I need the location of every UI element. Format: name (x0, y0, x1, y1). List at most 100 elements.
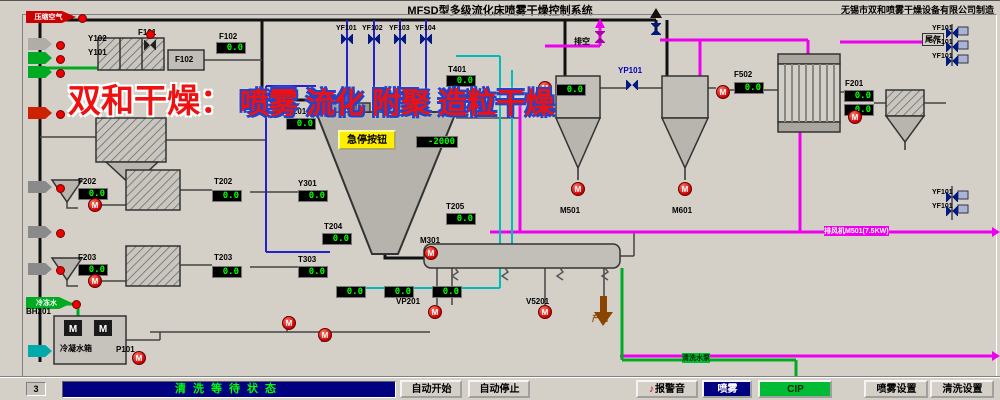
toolbar-button[interactable]: 喷雾设置 (864, 380, 928, 398)
alarm-sound-icon: ♪ (649, 383, 654, 395)
pump-motor-icon[interactable]: M (848, 110, 862, 124)
valve-icon[interactable] (144, 40, 156, 50)
diagram-label: YF101 (932, 25, 953, 32)
inlet-arrow (28, 181, 52, 193)
fluid-bed (423, 243, 621, 269)
status-indicator-dot (56, 266, 65, 275)
pump-motor-icon[interactable]: M (571, 182, 585, 196)
equipment-group (50, 37, 926, 365)
value-readout: -2000 (416, 136, 458, 148)
diagram-label: F201 (845, 79, 864, 88)
pump-motor-icon[interactable]: M (318, 328, 332, 342)
value-readout: 0.0 (322, 233, 352, 245)
bottom-toolbar: 3 清洗等待状态 自动开始 自动停止 ♪报警音 喷雾 CIP 喷雾设置 清洗设置 (0, 377, 1000, 400)
diagram-label: T201 (288, 107, 307, 116)
exhaust-arrow (992, 227, 1000, 237)
toolbar-button[interactable]: 自动停止 (468, 380, 530, 398)
value-readout: 0.0 (446, 75, 476, 87)
diagram-label: YF102 (362, 25, 383, 32)
page-indicator[interactable]: 3 (26, 382, 46, 396)
valve-icon[interactable] (626, 80, 638, 90)
value-readout: 0.0 (844, 90, 874, 102)
emergency-stop-button[interactable]: 急停按钮 (338, 130, 396, 150)
valve-icon[interactable] (651, 23, 661, 35)
exchanger-tubes (784, 64, 835, 122)
pump-motor-icon[interactable]: M (428, 305, 442, 319)
diagram-label: Y301 (298, 179, 317, 188)
diagram-label: T203 (214, 253, 233, 262)
toolbar-button-label: 喷雾设置 (876, 383, 917, 395)
vent-stack-arrow (650, 8, 662, 18)
air-inlet-pipes (265, 20, 427, 253)
value-readout: 0.0 (446, 213, 476, 225)
toolbar-button-label: 自动停止 (479, 383, 520, 395)
value-readout: 0.0 (216, 42, 246, 54)
instrument-lines (336, 55, 513, 289)
pump-motor-icon[interactable]: M (538, 305, 552, 319)
vent-arrow (595, 18, 605, 28)
diagram-label: T204 (324, 222, 343, 231)
diagram-label: 尾气 (922, 33, 944, 46)
toolbar-button[interactable]: 清洗设置 (930, 380, 994, 398)
toolbar-button-label: CIP (787, 383, 804, 395)
pump-motor-icon[interactable]: M (132, 351, 146, 365)
heat-exchanger (777, 63, 841, 123)
value-readout: 0.0 (298, 190, 328, 202)
valve-icon[interactable] (595, 31, 605, 43)
toolbar-button-label: 报警音 (655, 383, 685, 395)
valve-icon[interactable] (946, 192, 958, 202)
diagram-label: YF101 (932, 189, 953, 196)
pump-motor-icon[interactable]: M (88, 198, 102, 212)
valve-icon[interactable] (420, 34, 432, 44)
diagram-label: F502 (734, 70, 753, 79)
diagram-label: YP101 (618, 66, 643, 75)
diagram-label: Y101 (88, 48, 107, 57)
status-indicator-dot (56, 55, 65, 64)
diagram-label: M301 (420, 236, 441, 245)
status-indicator-dot (56, 110, 65, 119)
diagram-label: YF103 (389, 25, 410, 32)
diagram-label: T202 (214, 177, 233, 186)
status-indicator-dot (56, 69, 65, 78)
valve-terminal-boxes (957, 26, 969, 214)
status-bar: 清洗等待状态 (62, 381, 396, 398)
cyclone-2 (661, 75, 709, 119)
diagram-label: T205 (446, 202, 465, 211)
valve-icon[interactable] (946, 28, 958, 38)
value-readout: 0.0 (212, 266, 242, 278)
pump-motor-icon[interactable]: M (716, 85, 730, 99)
toolbar-button-label: 喷雾 (717, 383, 738, 395)
diagram-label: 排空 (574, 37, 590, 46)
air-heater (95, 117, 167, 163)
pump-motor-icon[interactable]: M (88, 274, 102, 288)
pump-motor-icon[interactable]: M (282, 316, 296, 330)
pump-motor-icon[interactable]: M (538, 81, 552, 95)
valve-icon[interactable] (368, 34, 380, 44)
toolbar-button[interactable]: CIP (758, 380, 832, 398)
valve-icon[interactable] (946, 56, 958, 66)
diagram-label: T303 (298, 255, 317, 264)
pump-motor-icon[interactable]: M (424, 246, 438, 260)
diagram-label: 产品 (592, 314, 608, 323)
status-indicator-dot (72, 300, 81, 309)
toolbar-button[interactable]: 自动开始 (400, 380, 462, 398)
diagram-label: F202 (78, 177, 97, 186)
valve-icon[interactable] (946, 42, 958, 52)
valve-icon[interactable] (946, 206, 958, 216)
diagram-label: Y102 (88, 34, 107, 43)
diagram-label: M601 (672, 206, 693, 215)
valve-icon[interactable] (394, 34, 406, 44)
toolbar-button[interactable]: 喷雾 (702, 380, 752, 398)
diagram-label: YF104 (415, 25, 436, 32)
toolbar-button[interactable]: ♪报警音 (636, 380, 698, 398)
diagram-label: M501 (560, 206, 581, 215)
valve-icon[interactable] (341, 34, 353, 44)
diagram-label: 冷凝水箱 (60, 344, 92, 353)
exhaust-filter (885, 89, 925, 117)
exhaust-arrow (992, 351, 1000, 361)
pump-motor-icon[interactable]: M (678, 182, 692, 196)
value-readout: 0.0 (336, 286, 366, 298)
status-indicator-dot (78, 14, 87, 23)
inlet-arrow (28, 226, 52, 238)
